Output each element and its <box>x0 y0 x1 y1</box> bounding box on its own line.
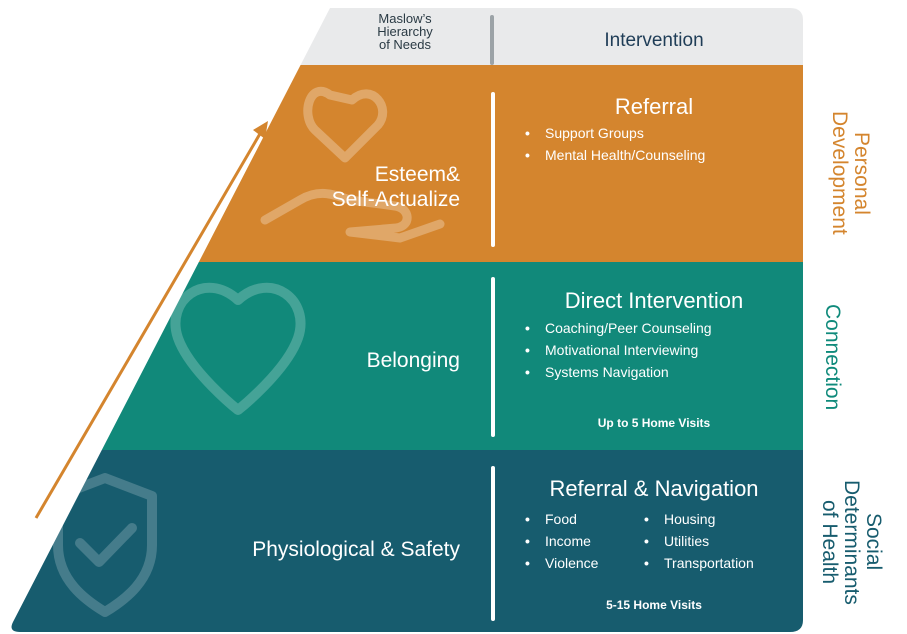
header-divider <box>490 15 494 65</box>
physiological-bullet-list-right: Housing Utilities Transportation <box>644 508 754 574</box>
intervention-referral-title: Referral <box>614 94 694 119</box>
belonging-bullet-list: Coaching/Peer Counseling Motivational In… <box>525 317 712 383</box>
category-connection: Connection <box>821 303 844 411</box>
list-item: Violence <box>525 552 598 574</box>
list-item: Utilities <box>644 530 754 552</box>
belonging-visits-label: Up to 5 Home Visits <box>597 416 711 430</box>
list-item: Coaching/Peer Counseling <box>525 317 712 339</box>
list-item: Mental Health/Counseling <box>525 144 705 166</box>
belonging-divider <box>491 277 495 437</box>
list-item: Systems Navigation <box>525 361 712 383</box>
heart-icon <box>170 282 306 415</box>
rising-arrow <box>34 121 268 519</box>
list-item: Transportation <box>644 552 754 574</box>
category-personal-development: Personal Development <box>828 111 873 235</box>
shield-check-icon <box>53 473 157 617</box>
need-belonging-label: Belonging <box>366 349 460 372</box>
intervention-direct-title: Direct Intervention <box>564 288 744 313</box>
esteem-bullet-list: Support Groups Mental Health/Counseling <box>525 122 705 166</box>
list-item: Income <box>525 530 598 552</box>
list-item: Support Groups <box>525 122 705 144</box>
heart-in-hand-icon <box>260 86 445 243</box>
header-intervention-label: Intervention <box>604 30 704 51</box>
esteem-divider <box>491 92 495 247</box>
physiological-bullet-list-left: Food Income Violence <box>525 508 598 574</box>
list-item: Housing <box>644 508 754 530</box>
category-social-determinants: Social Determinants of Health <box>818 479 885 605</box>
physiological-visits-label: 5-15 Home Visits <box>606 598 702 612</box>
need-physiological-label: Physiological & Safety <box>252 538 460 561</box>
list-item: Motivational Interviewing <box>525 339 712 361</box>
intervention-refnav-title: Referral & Navigation <box>549 476 759 501</box>
need-esteem-label: Esteem& Self-Actualize <box>331 163 460 211</box>
list-item: Food <box>525 508 598 530</box>
header-maslow-label: Maslow’s Hierarchy of Needs <box>377 11 433 52</box>
physiological-divider <box>491 466 495 621</box>
